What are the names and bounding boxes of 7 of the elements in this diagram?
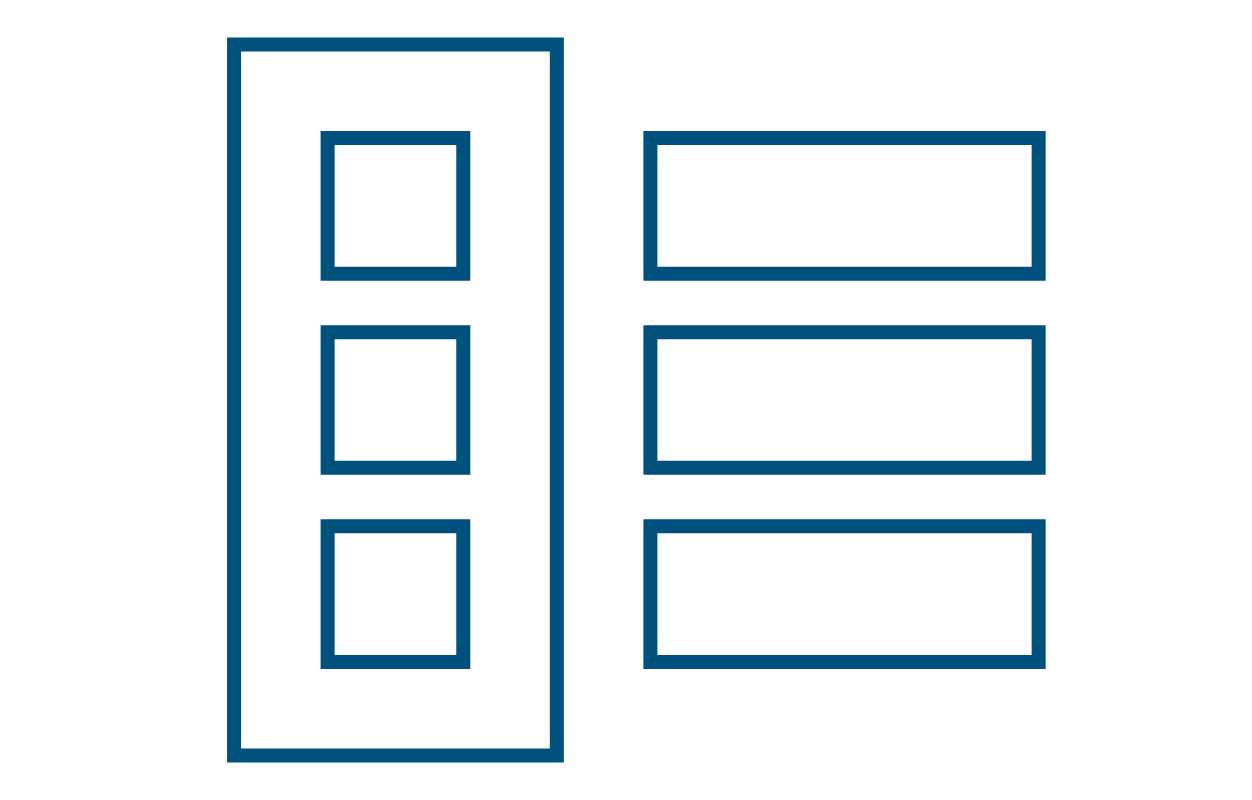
node-bar (642, 131, 1045, 281)
node-box (319, 325, 470, 475)
cluster (226, 37, 563, 763)
node-bar (642, 519, 1045, 669)
node-box (319, 519, 470, 669)
node-bar (642, 325, 1045, 475)
node-box (319, 131, 470, 281)
